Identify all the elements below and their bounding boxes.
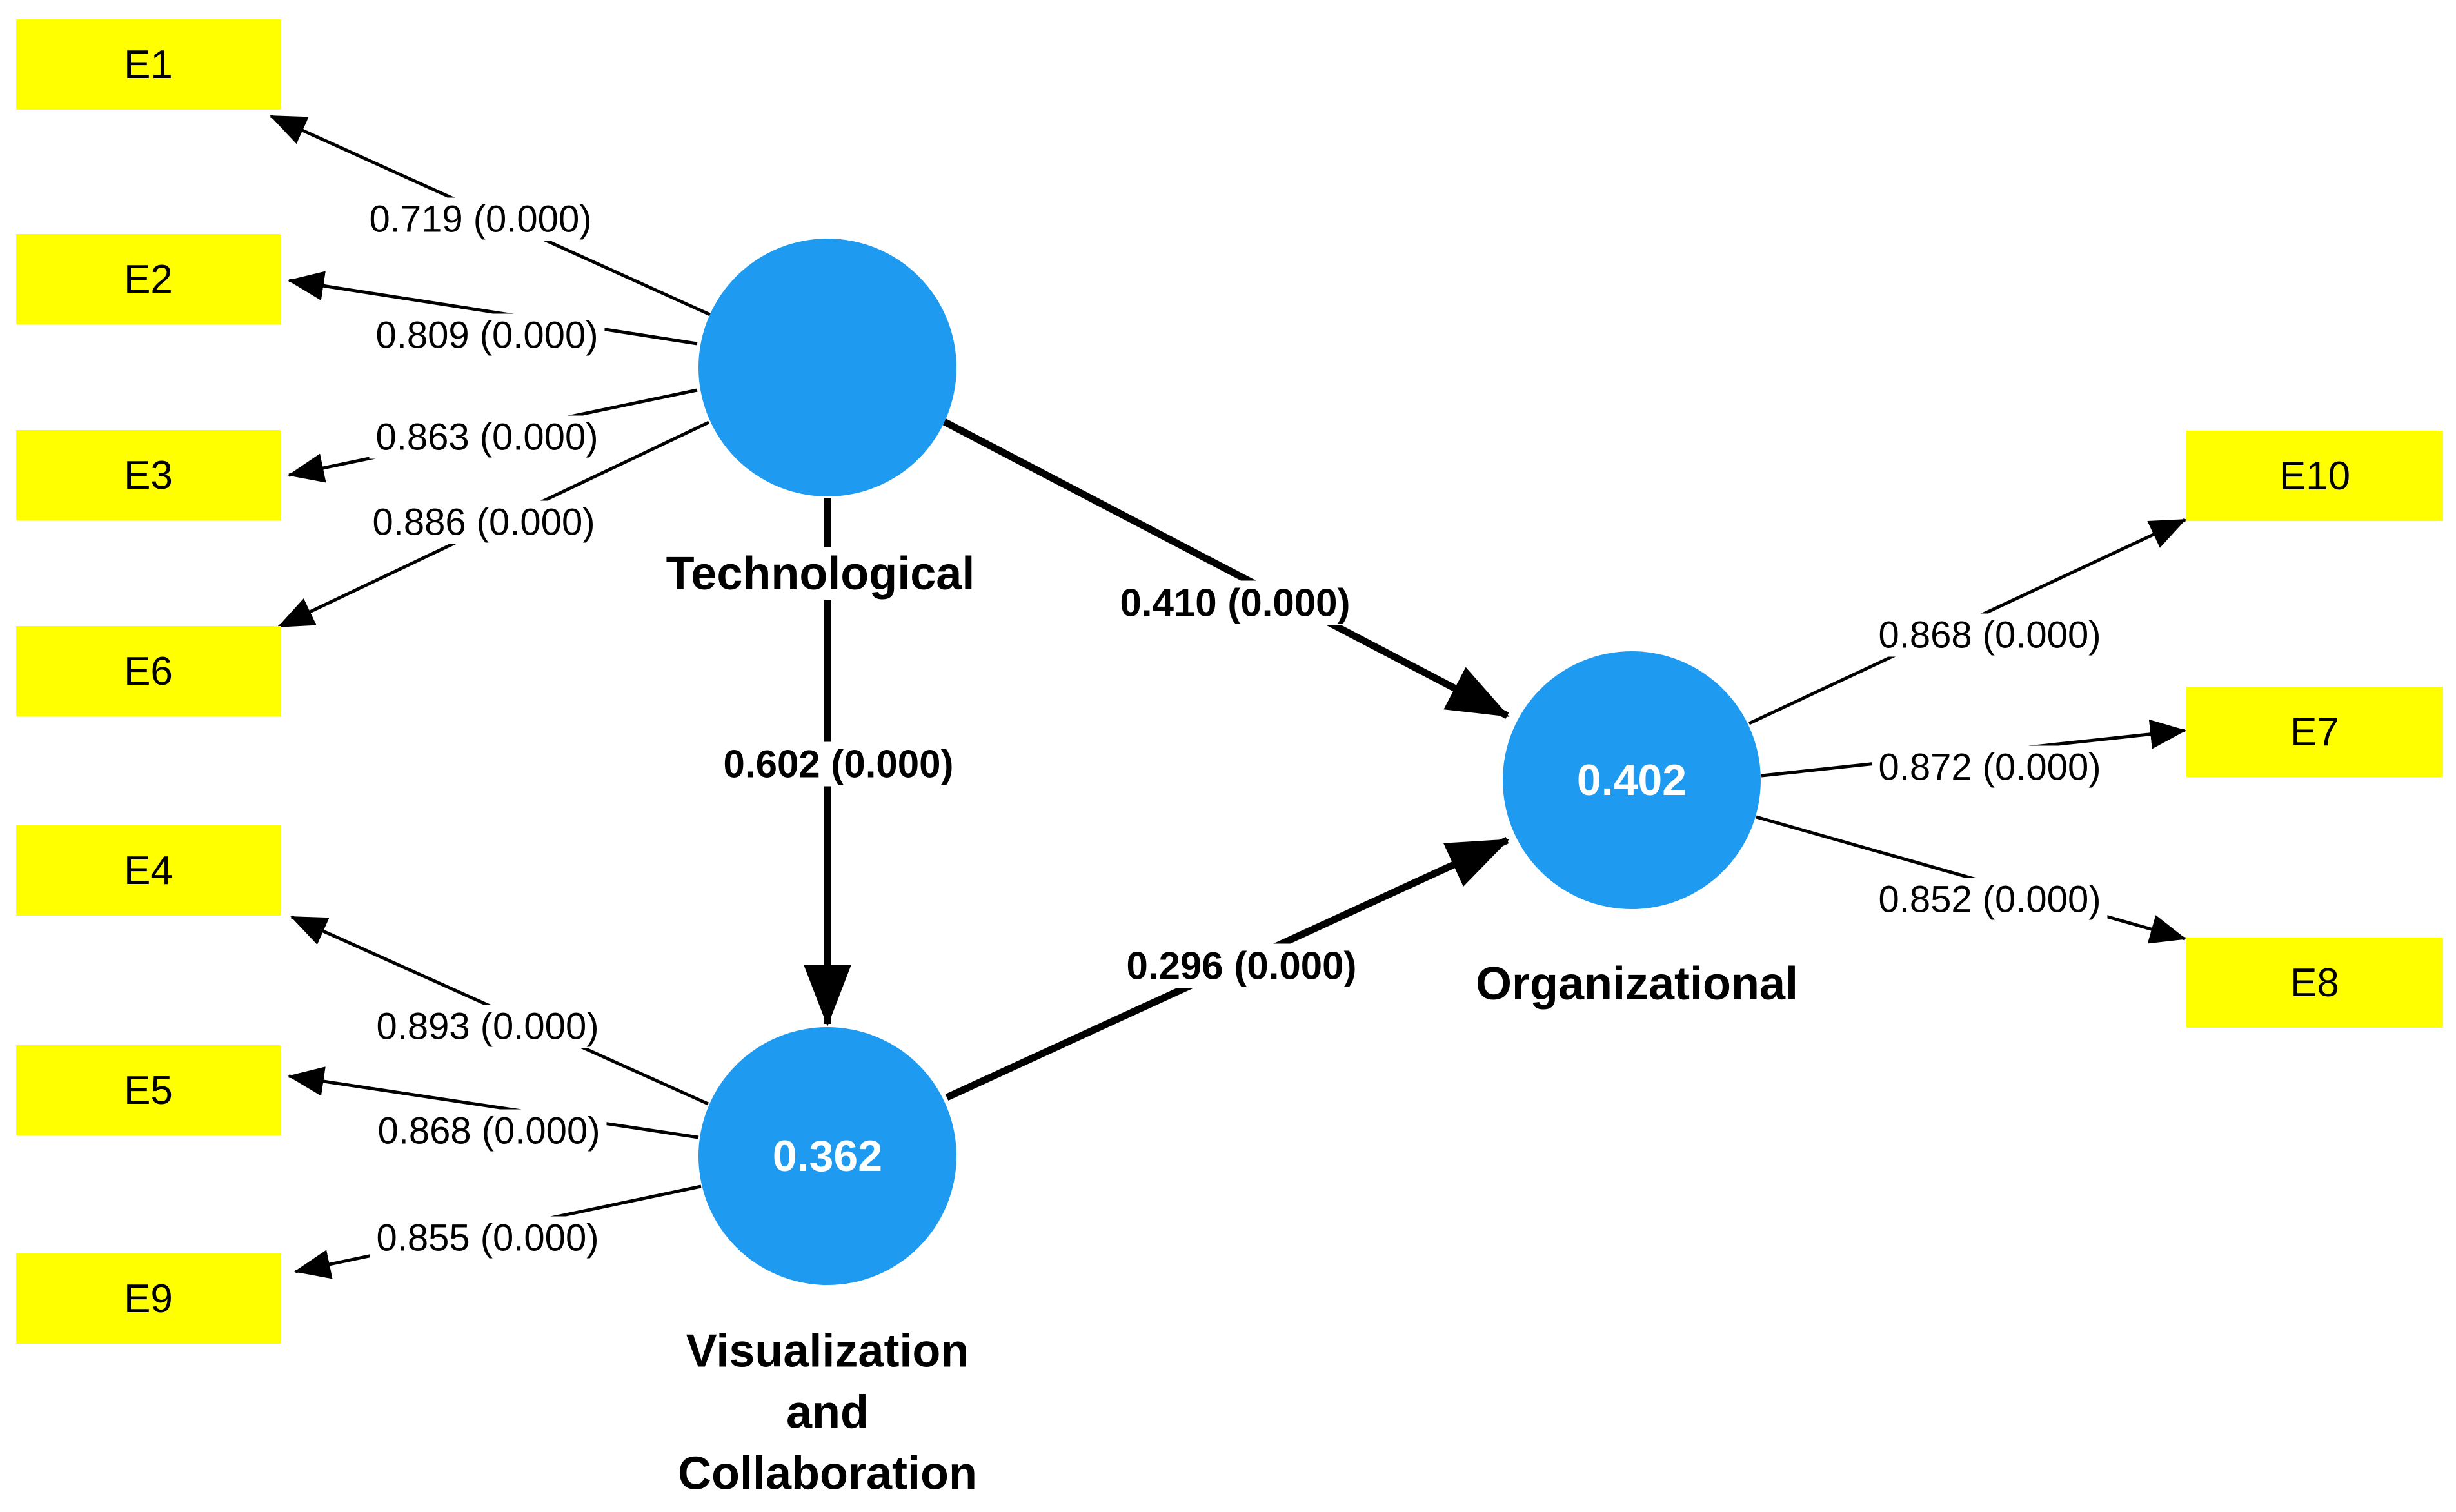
indicator-e8[interactable]: E8 — [2186, 938, 2443, 1028]
indicator-label: E10 — [2279, 453, 2351, 498]
indicator-label: E2 — [124, 257, 173, 302]
loading-label-e2: 0.809 (0.000) — [369, 313, 605, 357]
indicator-e10[interactable]: E10 — [2186, 431, 2443, 521]
r-squared-value: 0.362 — [772, 1132, 883, 1181]
loading-label-e8: 0.852 (0.000) — [1872, 878, 2108, 921]
indicator-label: E7 — [2290, 709, 2339, 754]
indicator-e5[interactable]: E5 — [16, 1045, 281, 1135]
indicator-label: E6 — [124, 649, 173, 694]
loading-label-e5: 0.868 (0.000) — [371, 1109, 607, 1153]
structural-path-line-tech-org — [941, 418, 1510, 719]
loading-label-e7: 0.872 (0.000) — [1872, 745, 2108, 789]
indicator-e2[interactable]: E2 — [16, 234, 281, 324]
construct-label-line: Visualization — [686, 1325, 969, 1377]
path-coefficient-label-tech-viz: 0.602 (0.000) — [717, 741, 960, 787]
loading-label-e9: 0.855 (0.000) — [370, 1216, 606, 1260]
construct-label-visualization-and-collaboration: Visualization and Collaboration — [670, 1321, 985, 1505]
indicator-label: E3 — [124, 453, 173, 498]
construct-technological[interactable] — [698, 239, 956, 496]
measurement-path-line-e5 — [288, 1066, 699, 1139]
loading-label-e6: 0.886 (0.000) — [366, 500, 602, 544]
indicator-e9[interactable]: E9 — [16, 1253, 281, 1344]
loading-label-e4: 0.893 (0.000) — [370, 1005, 606, 1048]
construct-label-technological: Technological — [658, 547, 983, 600]
loading-label-e10: 0.868 (0.000) — [1872, 613, 2108, 657]
indicator-e3[interactable]: E3 — [16, 430, 281, 520]
construct-label-line: and — [786, 1386, 869, 1438]
indicator-e1[interactable]: E1 — [16, 19, 281, 110]
indicator-e7[interactable]: E7 — [2186, 687, 2443, 777]
construct-label-organizational: Organizational — [1467, 957, 1807, 1010]
indicator-label: E8 — [2290, 960, 2339, 1005]
construct-organizational[interactable]: 0.402 — [1503, 651, 1761, 909]
indicator-label: E5 — [124, 1068, 173, 1113]
measurement-path-line-e2 — [288, 271, 698, 346]
indicator-label: E4 — [124, 848, 173, 893]
indicator-label: E1 — [124, 42, 173, 87]
indicator-e4[interactable]: E4 — [16, 825, 281, 916]
path-coefficient-label-tech-org: 0.410 (0.000) — [1113, 580, 1357, 625]
construct-label-line: Collaboration — [678, 1448, 977, 1500]
construct-visualization-and-collaboration[interactable]: 0.362 — [698, 1027, 956, 1285]
indicator-e6[interactable]: E6 — [16, 626, 281, 716]
loading-label-e3: 0.863 (0.000) — [369, 415, 605, 459]
indicator-label: E9 — [124, 1276, 173, 1321]
path-coefficient-label-viz-org: 0.296 (0.000) — [1120, 943, 1363, 988]
r-squared-value: 0.402 — [1576, 756, 1687, 805]
loading-label-e1: 0.719 (0.000) — [362, 197, 599, 241]
